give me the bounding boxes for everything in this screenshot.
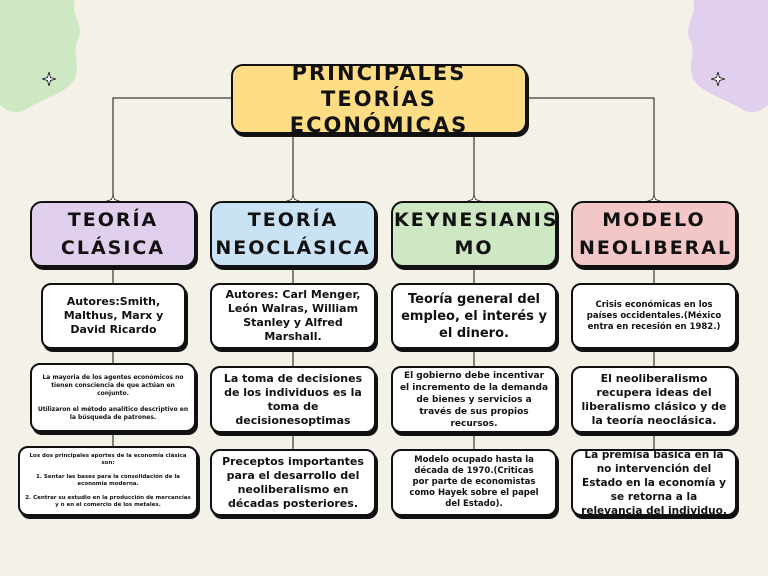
header-keynesianismo: KEYNESIANIS MO xyxy=(391,201,557,267)
sparkle-icon xyxy=(711,72,725,86)
clasica-aportes: Los dos principales aportes de la econom… xyxy=(18,446,198,516)
header-teoria-clasica: TEORÍA CLÁSICA xyxy=(30,201,196,267)
neoliberal-ideas: El neoliberalismo recupera ideas del lib… xyxy=(571,366,737,433)
neoclasica-preceptos: Preceptos importantes para el desarrollo… xyxy=(210,449,376,516)
header-teoria-neoclasica: TEORÍA NEOCLÁSICA xyxy=(210,201,376,267)
neoliberal-premisa: La premisa básica en la no intervención … xyxy=(571,449,737,517)
diagram-title: PRINCIPALES TEORÍAS ECONÓMICAS xyxy=(231,61,527,137)
corner-blob-right xyxy=(688,0,768,113)
keynes-modelo: Modelo ocupado hasta la década de 1970.(… xyxy=(391,449,557,516)
keynes-teoria-general: Teoría general del empleo, el interés y … xyxy=(391,283,557,349)
corner-blob-left xyxy=(0,0,80,113)
sparkle-icon xyxy=(42,72,56,86)
header-modelo-neoliberal: MODELO NEOLIBERAL xyxy=(571,201,737,267)
clasica-autores: Autores:Smith, Malthus, Marx y David Ric… xyxy=(41,283,186,349)
clasica-agentes: La mayoria de los agentes económicos no … xyxy=(30,363,196,432)
neoclasica-autores: Autores: Carl Menger, León Walras, Willi… xyxy=(210,283,376,349)
neoclasica-decisiones: La toma de decisiones de los individuos … xyxy=(210,366,376,433)
neoliberal-crisis: Crisis económicas en los países occident… xyxy=(571,283,737,349)
keynes-gobierno: El gobierno debe incentivar el increment… xyxy=(391,366,557,433)
